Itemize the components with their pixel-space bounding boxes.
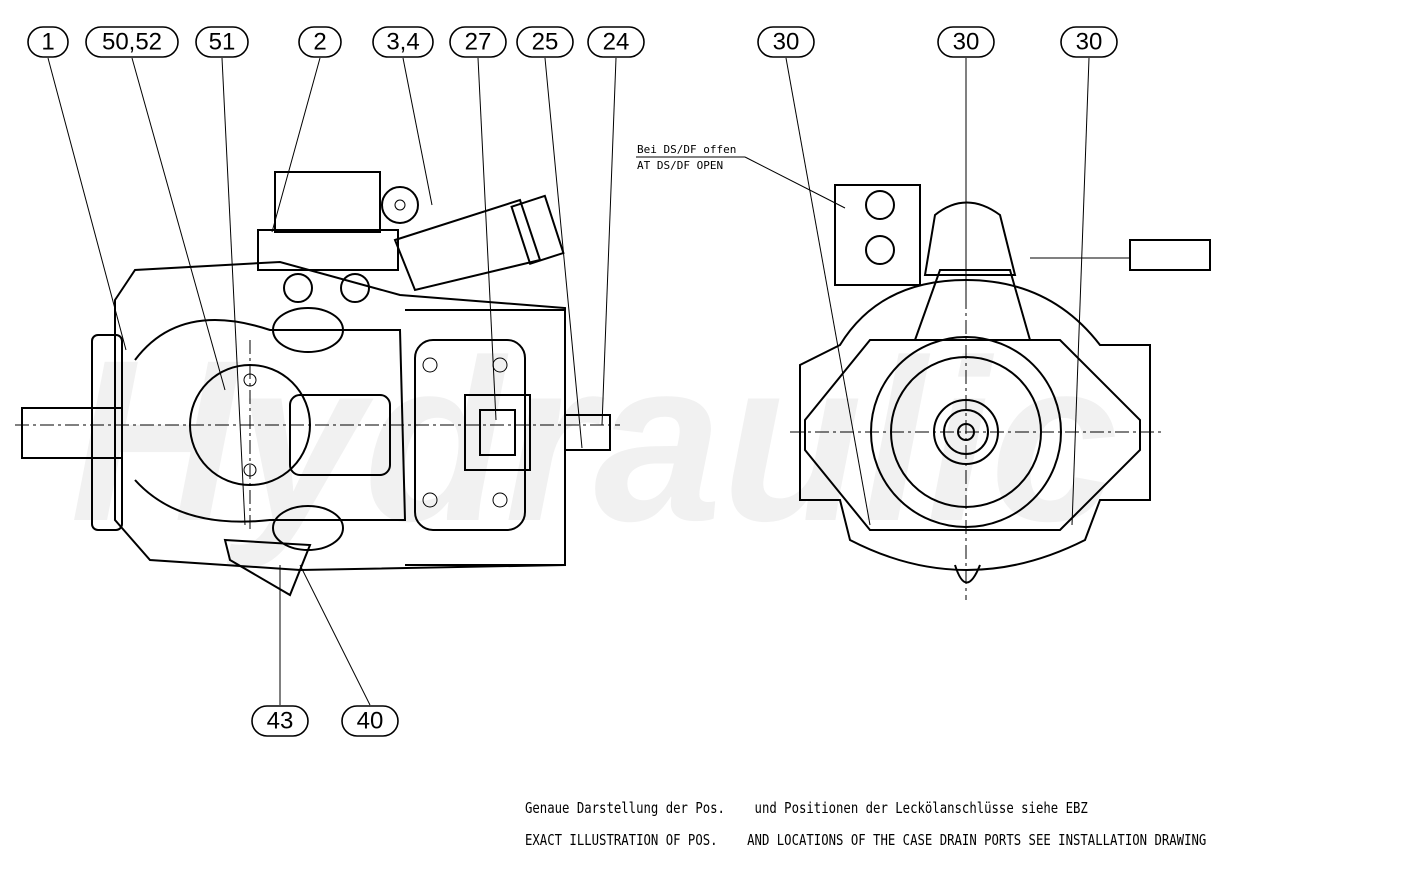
callout-43: 43: [251, 705, 309, 737]
svg-text:3,4: 3,4: [386, 29, 419, 56]
svg-text:24: 24: [603, 29, 630, 56]
pump-side-view: [15, 171, 620, 597]
svg-text:25: 25: [532, 29, 559, 56]
svg-text:43: 43: [267, 708, 294, 735]
svg-text:50,52: 50,52: [102, 29, 162, 56]
note-german: Genaue Darstellung der Pos. und Position…: [525, 799, 1088, 817]
note-english: EXACT ILLUSTRATION OF POS. AND LOCATIONS…: [525, 831, 1207, 849]
callout-27: 27: [449, 26, 507, 58]
callout-3-4: 3,4: [372, 26, 434, 58]
callout-25: 25: [516, 26, 574, 58]
callout-51: 51: [195, 26, 249, 58]
svg-text:51: 51: [209, 29, 236, 56]
annotation-en: AT DS/DF OPEN: [637, 159, 724, 172]
annotation-de: Bei DS/DF offen: [637, 143, 737, 156]
callout-30-right: 30: [1060, 26, 1118, 58]
svg-text:2: 2: [313, 29, 326, 56]
svg-text:1: 1: [41, 29, 54, 56]
svg-text:27: 27: [465, 29, 492, 56]
callout-24: 24: [587, 26, 645, 58]
watermark: Hydraulic: [70, 312, 1118, 569]
svg-text:30: 30: [1076, 29, 1103, 56]
callout-balloons: 1 50,52 51 2 3,4 27 25 24 30 30 30 43 40: [27, 26, 1118, 737]
svg-text:40: 40: [357, 708, 384, 735]
callout-1: 1: [27, 26, 69, 58]
callout-40: 40: [341, 705, 399, 737]
callout-30-center: 30: [937, 26, 995, 58]
pump-front-view: [790, 170, 1211, 600]
callout-50-52: 50,52: [85, 26, 179, 58]
svg-text:30: 30: [773, 29, 800, 56]
svg-text:30: 30: [953, 29, 980, 56]
callout-30-left: 30: [757, 26, 815, 58]
callout-2: 2: [298, 26, 342, 58]
